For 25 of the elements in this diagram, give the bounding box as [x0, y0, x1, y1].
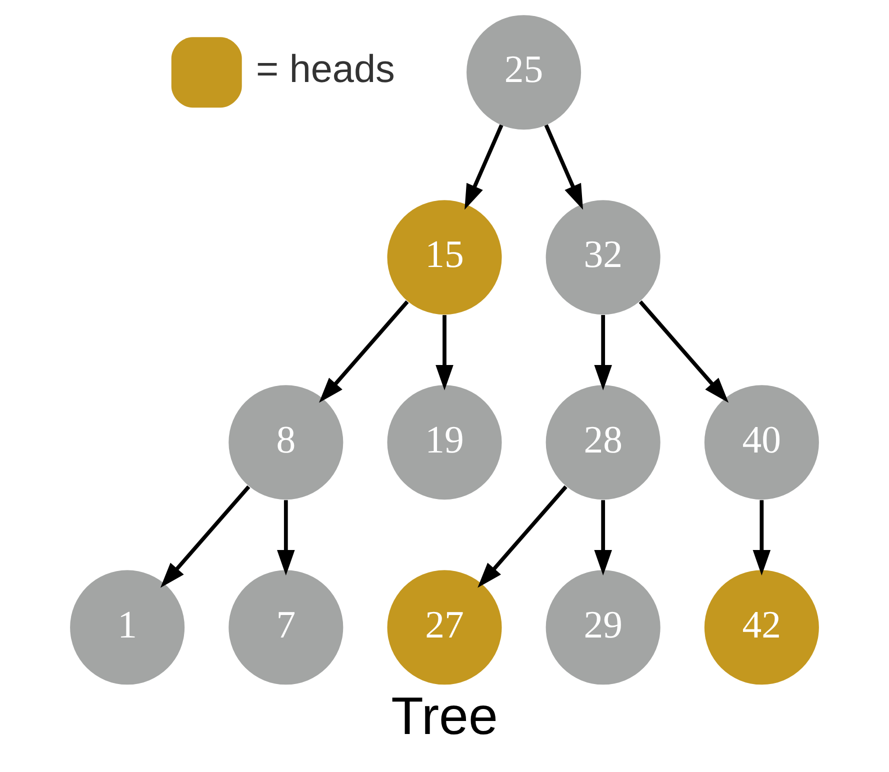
- node-circle: 7: [228, 570, 344, 685]
- node-circle: 28: [546, 385, 660, 500]
- arrow: [752, 500, 771, 576]
- arrow: [638, 300, 729, 403]
- node-circle: 42: [704, 570, 819, 685]
- arrow: [277, 500, 295, 576]
- node-circle: 27: [387, 570, 502, 685]
- arrow: [319, 300, 409, 403]
- arrow: [594, 500, 612, 576]
- legend-label: = heads: [256, 48, 395, 92]
- node-circle: 32: [546, 200, 660, 315]
- node-circle: 40: [704, 385, 819, 500]
- arrow: [594, 315, 612, 390]
- arrow: [436, 315, 454, 390]
- arrow: [160, 485, 250, 588]
- caption: Tree: [391, 687, 498, 746]
- node-circle: 8: [228, 385, 344, 500]
- node-circle: 1: [70, 570, 185, 685]
- arrow: [478, 485, 568, 588]
- node-circle: 15: [387, 200, 502, 315]
- arrow: [464, 124, 504, 210]
- node-circle: 25: [466, 15, 582, 130]
- node-circle: 19: [387, 385, 502, 500]
- node-circle: 29: [546, 570, 660, 685]
- arrow: [544, 124, 584, 210]
